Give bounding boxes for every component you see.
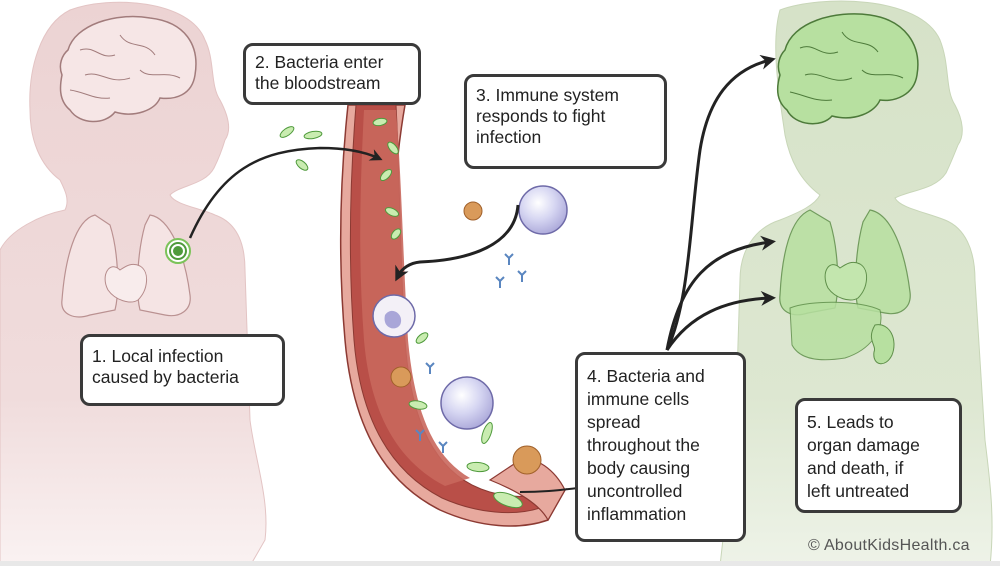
callout-step-3: 3. Immune system responds to fight infec…	[464, 74, 667, 169]
bacterium	[390, 228, 402, 240]
bacteria-group	[279, 117, 523, 509]
brain-icon	[59, 15, 197, 123]
arrow-vessel-to-callout4	[519, 487, 579, 493]
bacterium	[408, 400, 428, 410]
immune-cells	[372, 185, 568, 475]
flow-arrows	[188, 54, 776, 493]
white-blood-cell	[440, 376, 494, 430]
bacterium	[415, 332, 429, 344]
copyright-notice: © AboutKidsHealth.ca	[808, 537, 970, 554]
affected-child-figure	[719, 0, 993, 566]
infection-site-icon	[165, 238, 191, 264]
bacterium	[303, 130, 323, 140]
bacterium	[372, 117, 388, 127]
healthy-child-figure	[0, 1, 267, 566]
callout-step-1: 1. Local infection caused by bacteria	[80, 334, 285, 406]
bacterium	[493, 491, 523, 509]
bacterium	[279, 126, 295, 138]
arrow-to-lungs	[665, 235, 776, 351]
bacterium	[481, 422, 493, 444]
bacterium	[387, 141, 399, 155]
brain-icon-affected	[776, 13, 919, 125]
brain-folds	[69, 34, 181, 99]
bacterium	[384, 207, 400, 217]
white-blood-cell	[518, 185, 568, 235]
callout-step-2: 2. Bacteria enter the bloodstream	[243, 43, 421, 105]
callout-step-5: 5. Leads to organ damage and death, if l…	[795, 398, 962, 513]
callout-step-4: 4. Bacteria and immune cells spread thro…	[575, 352, 746, 542]
bacterium	[466, 461, 490, 473]
kidney-icon-affected	[870, 324, 895, 365]
arrow-immune-to-vessel	[395, 204, 520, 282]
bacterium	[379, 168, 393, 182]
heart-icon	[104, 263, 147, 303]
bottom-divider	[0, 561, 1000, 566]
heart-icon-affected	[824, 261, 867, 301]
arrow-to-abdomen	[665, 290, 776, 351]
platelet-cluster	[390, 201, 542, 475]
lungs-icon	[61, 214, 191, 318]
vessel-inner-light	[360, 110, 470, 486]
antibodies	[415, 253, 527, 453]
blood-vessel	[339, 104, 568, 527]
bacterium	[295, 159, 309, 171]
arrow-infection-to-bloodstream	[188, 146, 383, 239]
brain-folds-affected	[789, 31, 904, 101]
